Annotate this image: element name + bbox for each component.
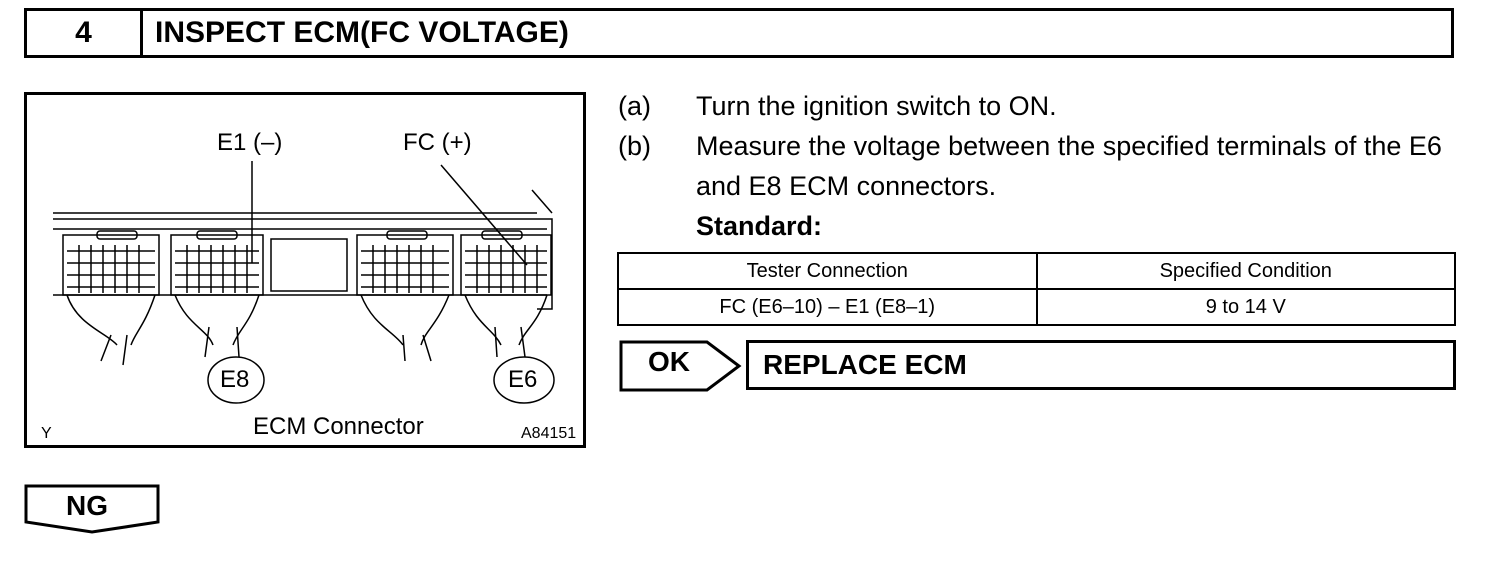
ng-arrow-icon xyxy=(24,484,160,534)
step-a: (a) Turn the ignition switch to ON. xyxy=(618,86,1458,126)
table-header-row: Tester Connection Specified Condition xyxy=(617,252,1456,290)
procedure-steps: (a) Turn the ignition switch to ON. (b) … xyxy=(618,86,1458,246)
figure-id: A84151 xyxy=(521,425,577,442)
step-b-label: (b) xyxy=(618,131,651,161)
step-a-label: (a) xyxy=(618,91,651,121)
figure-corner-code: Y xyxy=(41,425,52,442)
step-title: INSPECT ECM(FC VOLTAGE) xyxy=(155,16,569,49)
cell-tester-connection: FC (E6–10) – E1 (E8–1) xyxy=(617,288,1038,326)
step-b-text: Measure the voltage between the specifie… xyxy=(696,131,1442,201)
fc-terminal-label: FC (+) xyxy=(403,129,472,156)
column-header-specified-condition: Specified Condition xyxy=(1035,252,1456,290)
e8-connector-label: E8 xyxy=(220,366,250,393)
e1-terminal-label: E1 (–) xyxy=(217,129,283,156)
step-header: 4 INSPECT ECM(FC VOLTAGE) xyxy=(24,8,1454,58)
ok-label: OK xyxy=(648,346,690,377)
specification-table: Tester Connection Specified Condition FC… xyxy=(617,252,1456,326)
step-a-text: Turn the ignition switch to ON. xyxy=(696,91,1057,121)
step-b: (b) Measure the voltage between the spec… xyxy=(618,126,1458,206)
table-row: FC (E6–10) – E1 (E8–1) 9 to 14 V xyxy=(617,288,1456,326)
e6-connector-label: E6 xyxy=(508,366,538,393)
ok-arrow-icon xyxy=(619,340,742,392)
ng-label: NG xyxy=(66,490,108,521)
ecm-connector-figure: E1 (–) FC (+) E8 E6 ECM Connector Y A841… xyxy=(24,92,586,448)
standard-label: Standard: xyxy=(696,211,823,241)
figure-caption: ECM Connector xyxy=(253,413,424,440)
step-number: 4 xyxy=(27,11,143,55)
ecm-connector-drawing xyxy=(53,161,555,404)
cell-specified-condition: 9 to 14 V xyxy=(1035,288,1456,326)
ok-action-box: REPLACE ECM xyxy=(746,340,1456,390)
column-header-tester-connection: Tester Connection xyxy=(617,252,1038,290)
